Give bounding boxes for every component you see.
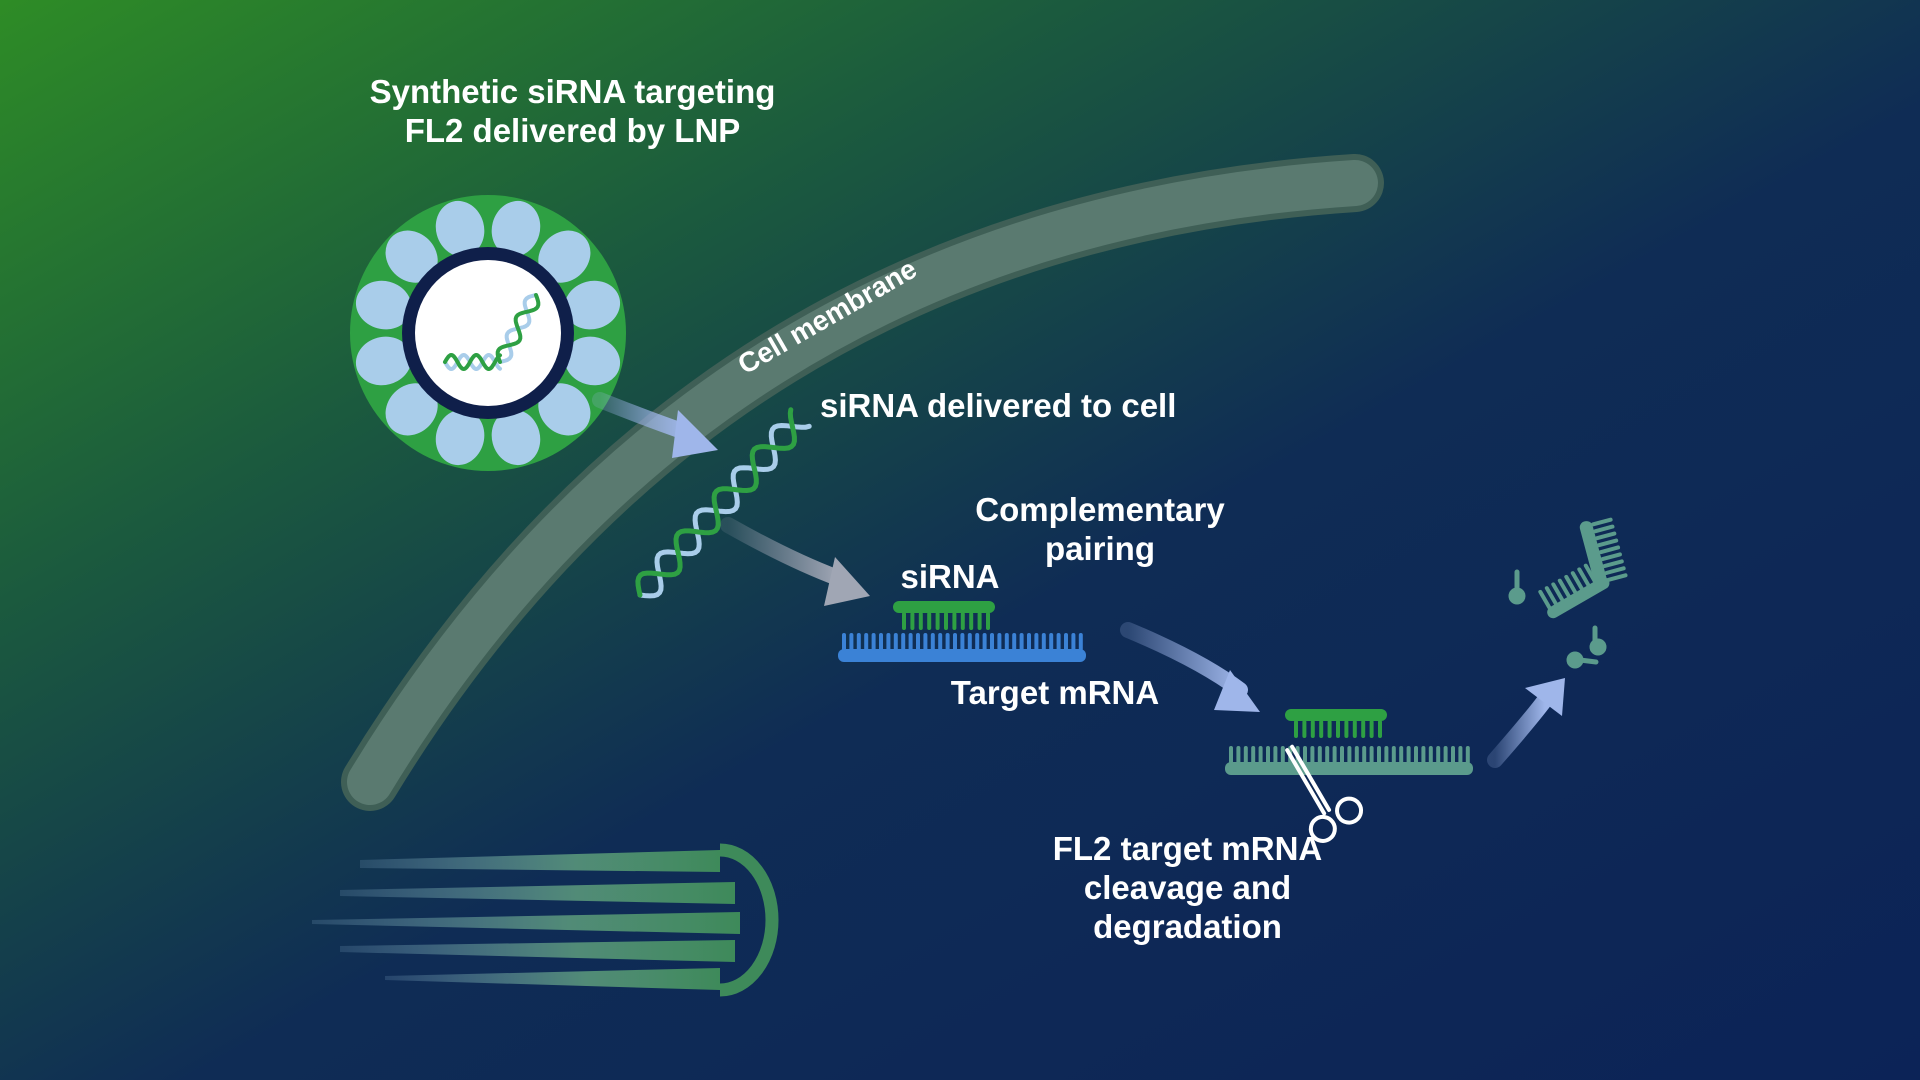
lipid-petal: [385, 230, 438, 283]
complementary-pairing-label: Complementary pairing: [960, 490, 1240, 568]
lipid-petal: [491, 409, 541, 466]
lipid-petal: [564, 280, 621, 330]
lnp-sirna-helix: [443, 293, 541, 372]
lnp-title: Synthetic siRNA targeting FL2 delivered …: [300, 72, 845, 150]
sirna-label: siRNA: [900, 558, 1000, 595]
decorative-flagella: [312, 843, 779, 997]
arrow-delivery: [592, 392, 718, 458]
lipid-petal: [385, 383, 438, 436]
lnp-particle: [350, 195, 626, 471]
lipid-petal: [538, 230, 591, 283]
lipid-petal: [538, 383, 591, 436]
cell-membrane: [341, 154, 1384, 811]
lipid-petal: [355, 336, 412, 386]
degraded-fragments: [1508, 517, 1628, 669]
arrow-cleavage: [1120, 622, 1260, 712]
cleaved-complex-sirna: [1285, 709, 1387, 738]
lipid-petal: [355, 280, 412, 330]
scissors-icon: [1285, 744, 1364, 843]
target-mrna: [838, 633, 1086, 662]
cleavage-line1: FL2 target mRNA: [1052, 830, 1323, 867]
fragment-nucleotides: [1508, 569, 1607, 669]
arrow-degradation: [1487, 678, 1565, 768]
lipid-petal: [564, 336, 621, 386]
lipid-petal: [435, 409, 485, 466]
fragment-comb-large: [1579, 517, 1628, 588]
arrow-pairing: [720, 517, 870, 606]
lipid-petal: [491, 200, 541, 257]
cleavage-line2: cleavage and: [1083, 869, 1292, 906]
complementary-line2: pairing: [1044, 530, 1155, 567]
cleaved-mrna: [1225, 746, 1473, 775]
target-mrna-label: Target mRNA: [950, 674, 1160, 711]
lnp-title-line1: Synthetic siRNA targeting: [369, 73, 776, 110]
cleavage-label: FL2 target mRNA cleavage and degradation: [1040, 829, 1335, 946]
lipid-petal: [435, 200, 485, 257]
cleavage-line3: degradation: [1093, 908, 1282, 945]
lnp-lipid-petals: [355, 200, 621, 466]
fragment-comb-small: [1538, 559, 1610, 619]
lnp-title-line2: FL2 delivered by LNP: [404, 112, 741, 149]
paired-sirna: [893, 601, 995, 630]
delivered-sirna-helix: [635, 407, 812, 599]
complementary-line1: Complementary: [975, 491, 1225, 528]
sirna-delivered-label: siRNA delivered to cell: [820, 387, 1177, 424]
